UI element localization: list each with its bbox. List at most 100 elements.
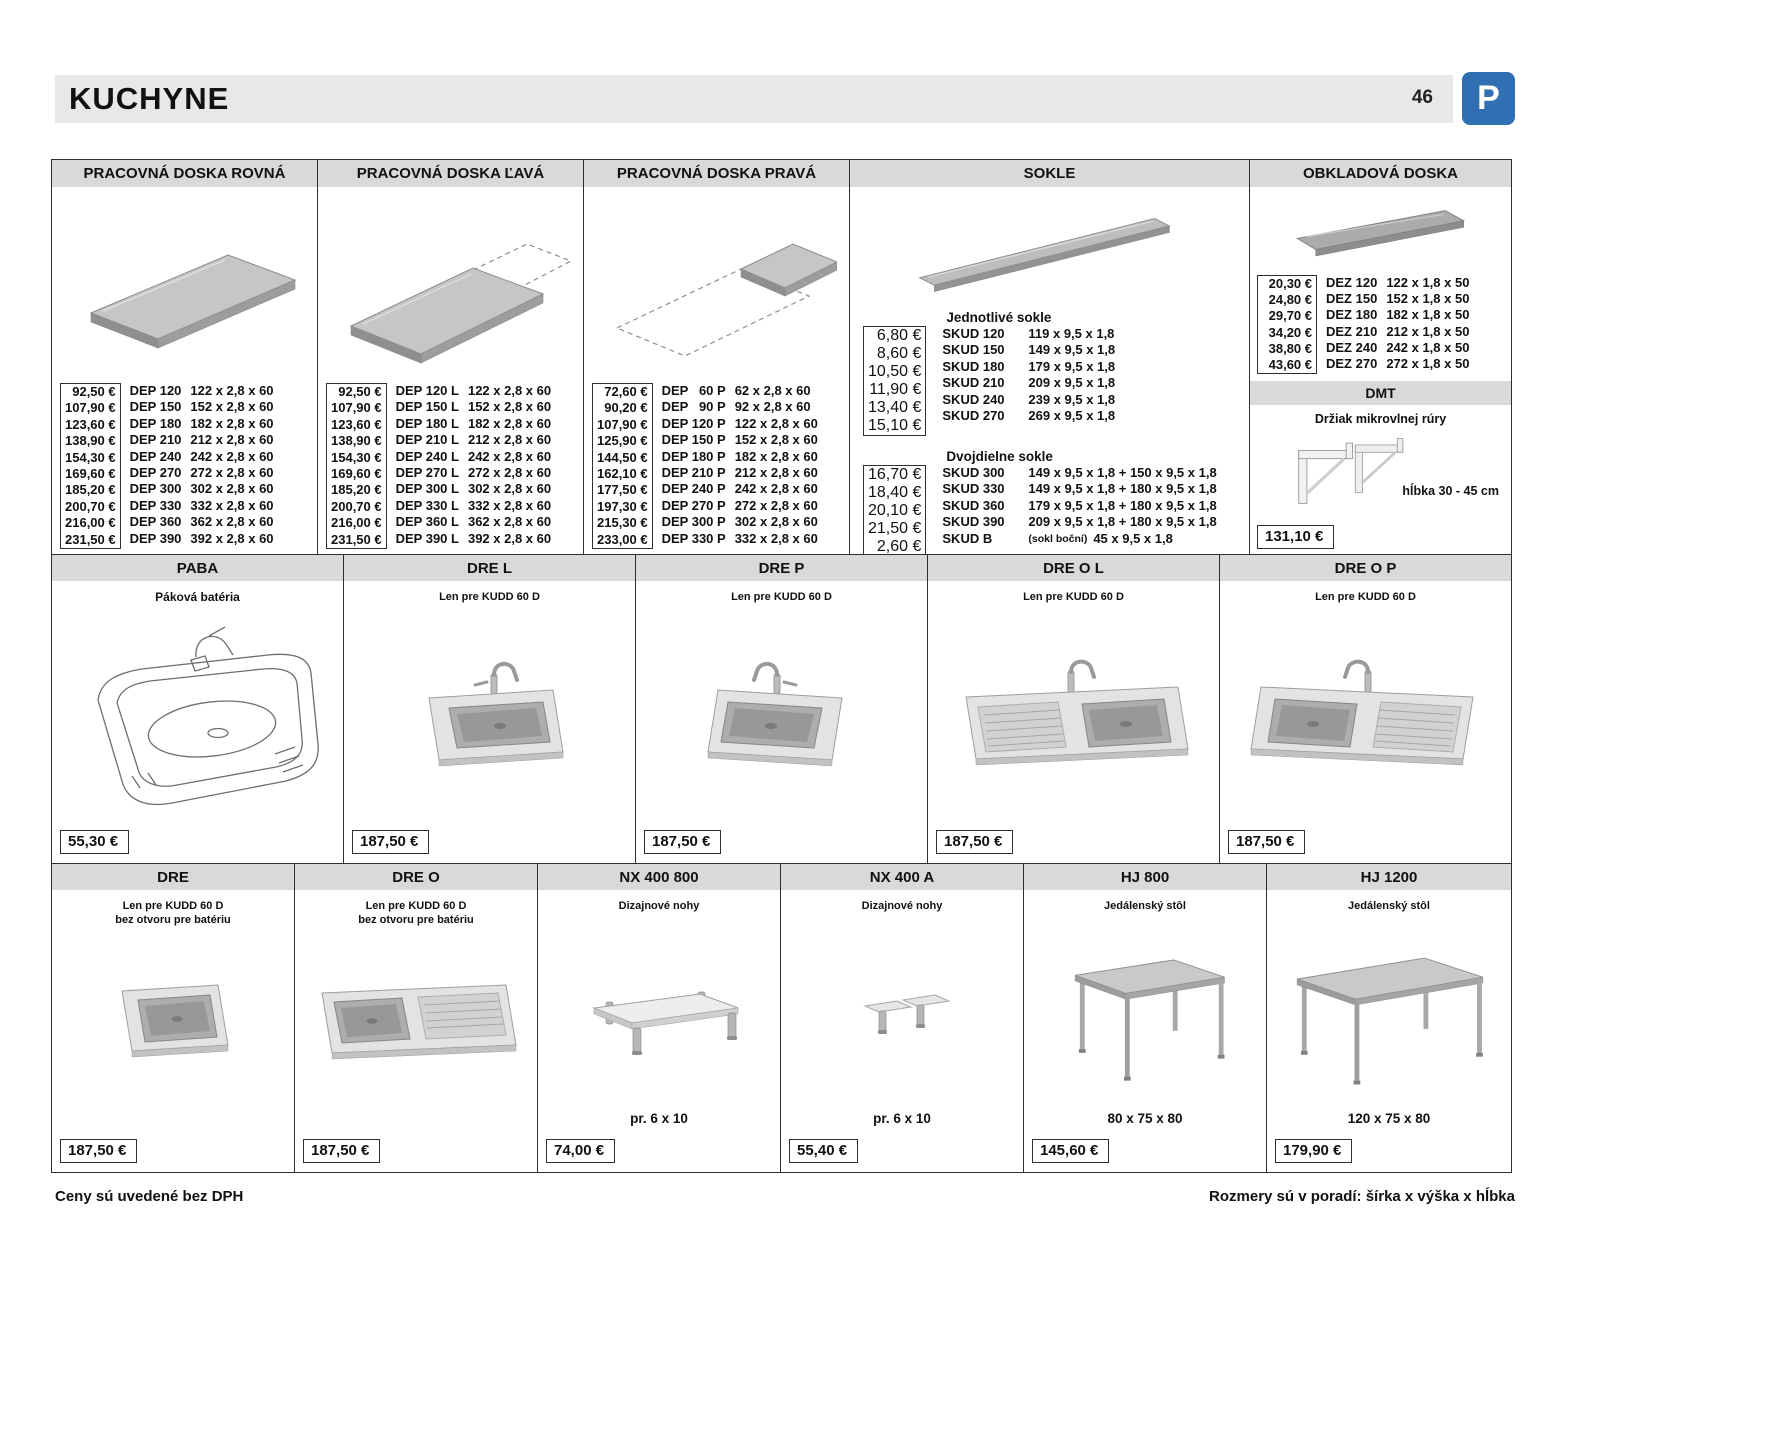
product-dimensions: 242 x 1,8 x 50 bbox=[1386, 339, 1470, 355]
price-value: 92,50 € bbox=[338, 383, 382, 399]
price-value: 185,20 € bbox=[65, 482, 116, 498]
product-code: DEP 330 L bbox=[395, 497, 459, 513]
card-subtitle: Len pre KUDD 60 D bbox=[365, 900, 467, 912]
price-value: 144,50 € bbox=[597, 449, 648, 465]
price-value: 233,00 € bbox=[597, 531, 648, 547]
price-box: 187,50 € bbox=[60, 1139, 138, 1163]
product-dimensions: 302 x 2,8 x 60 bbox=[467, 481, 552, 497]
product-dimensions: 242 x 2,8 x 60 bbox=[734, 481, 818, 497]
product-dimensions: 92 x 2,8 x 60 bbox=[734, 399, 811, 415]
price-value: 10,50 € bbox=[868, 363, 922, 380]
product-dimensions: 269 x 9,5 x 1,8 bbox=[1028, 408, 1116, 424]
product-code: DEZ 270 bbox=[1326, 356, 1378, 372]
row-worktops: PRACOVNÁ DOSKA ROVNÁ 92,50 €107,90 €123,… bbox=[51, 159, 1518, 557]
product-code: DEP 150 L bbox=[395, 399, 459, 415]
product-code: DEP 240 bbox=[129, 448, 182, 464]
price-box: 55,30 € bbox=[60, 830, 130, 854]
card-title: DRE O bbox=[295, 864, 537, 890]
product-dimensions: 152 x 2,8 x 60 bbox=[467, 399, 552, 415]
price-box: 187,50 € bbox=[936, 830, 1014, 854]
product-dimensions: 152 x 2,8 x 60 bbox=[734, 432, 818, 448]
price-value: 187,50 € bbox=[311, 1142, 370, 1159]
section-title: SOKLE bbox=[850, 160, 1249, 187]
product-dimensions: 392 x 2,8 x 60 bbox=[467, 530, 552, 546]
brand-logo: P bbox=[1462, 72, 1515, 125]
card-nx-400-a: NX 400 A Dizajnové nohy pr. 6 x 10 55,40… bbox=[780, 863, 1024, 1173]
sink-left-image bbox=[344, 613, 635, 815]
price-value: 20,30 € bbox=[1268, 276, 1312, 291]
product-dimensions: 122 x 2,8 x 60 bbox=[734, 415, 818, 431]
product-code: DEP 60 P bbox=[661, 382, 726, 398]
product-dimensions: 212 x 2,8 x 60 bbox=[734, 464, 818, 480]
card-title: DRE O P bbox=[1220, 555, 1511, 581]
design-legs-frame-image bbox=[538, 936, 780, 1096]
price-value: 145,60 € bbox=[1040, 1142, 1099, 1159]
section-worktop-straight: PRACOVNÁ DOSKA ROVNÁ 92,50 €107,90 €123,… bbox=[51, 159, 318, 555]
price-column: 92,50 €107,90 €123,60 €138,90 €154,30 €1… bbox=[60, 382, 121, 549]
price-value: 90,20 € bbox=[604, 400, 648, 416]
price-column: 20,30 €24,80 €29,70 €34,20 €38,80 €43,60… bbox=[1257, 275, 1317, 375]
card-title: HJ 800 bbox=[1024, 864, 1266, 890]
product-dimensions: 152 x 1,8 x 50 bbox=[1386, 291, 1470, 307]
price-value: 74,00 € bbox=[554, 1142, 605, 1159]
price-value: 185,20 € bbox=[331, 482, 382, 498]
price-value: 138,90 € bbox=[331, 433, 382, 449]
card-subtitle: Len pre KUDD 60 D bbox=[731, 591, 832, 603]
card-note: pr. 6 x 10 bbox=[630, 1111, 688, 1126]
product-dimensions: 302 x 2,8 x 60 bbox=[190, 481, 274, 497]
cladding-board-image bbox=[1250, 187, 1511, 275]
product-dimensions: 362 x 2,8 x 60 bbox=[190, 514, 274, 530]
product-dimensions: 122 x 1,8 x 50 bbox=[1386, 275, 1470, 290]
price-column: 6,80 €8,60 €10,50 €11,90 €13,40 €15,10 € bbox=[863, 326, 927, 436]
price-value: 107,90 € bbox=[331, 400, 382, 416]
card-hj-1200: HJ 1200 Jedálenský stôl 120 x 75 x 80 bbox=[1266, 863, 1512, 1173]
price-box: 74,00 € bbox=[546, 1139, 616, 1163]
price-value: 6,80 € bbox=[876, 327, 922, 344]
design-legs-small-image bbox=[781, 936, 1023, 1096]
price-value: 55,30 € bbox=[68, 833, 119, 850]
price-value: 92,50 € bbox=[72, 383, 116, 399]
card-note: pr. 6 x 10 bbox=[873, 1111, 931, 1126]
price-value: 125,90 € bbox=[597, 433, 648, 449]
product-code: DEP 300 L bbox=[395, 481, 459, 497]
price-value: 21,50 € bbox=[868, 520, 922, 537]
card-note: 120 x 75 x 80 bbox=[1347, 1111, 1431, 1126]
price-value: 187,50 € bbox=[1236, 833, 1295, 850]
product-code: DEP 300 P bbox=[661, 514, 726, 530]
product-code: DEP 330 P bbox=[661, 530, 726, 546]
plinth-board-image bbox=[850, 191, 1249, 309]
section-cladding-panel: OBKLADOVÁ DOSKA 20,30 €24,80 €29,70 €34,… bbox=[1249, 159, 1512, 555]
product-code: SKUD 150 bbox=[942, 342, 1005, 358]
product-dimensions: 212 x 2,8 x 60 bbox=[190, 432, 274, 448]
price-value: 55,40 € bbox=[797, 1142, 848, 1159]
price-value: 123,60 € bbox=[65, 416, 116, 432]
footer-dimensions-note: Rozmery sú v poradí: šírka x výška x hĺb… bbox=[1209, 1188, 1515, 1205]
dmt-depth-note: hĺbka 30 - 45 cm bbox=[1402, 484, 1499, 498]
price-value: 231,50 € bbox=[331, 531, 382, 547]
price-value: 187,50 € bbox=[652, 833, 711, 850]
product-code: DEP 240 P bbox=[661, 481, 726, 497]
price-value: 29,70 € bbox=[1268, 308, 1312, 324]
price-box: 55,40 € bbox=[789, 1139, 859, 1163]
price-column: 72,60 €90,20 €107,90 €125,90 €144,50 €16… bbox=[592, 382, 653, 549]
faucet-sink-sketch-image bbox=[52, 613, 343, 815]
section-plinths: SOKLE 6,80 €8,60 €10,50 €11,90 €13,40 €1… bbox=[849, 159, 1250, 557]
sink-right-image bbox=[636, 613, 927, 815]
product-dimensions: 272 x 2,8 x 60 bbox=[467, 464, 552, 480]
product-dimensions: 122 x 2,8 x 60 bbox=[190, 382, 274, 398]
card-subtitle: Páková batéria bbox=[155, 590, 240, 604]
price-value: 43,60 € bbox=[1268, 357, 1312, 373]
row-accessories: DRE Len pre KUDD 60 D bez otvoru pre bat… bbox=[51, 863, 1518, 1173]
product-dimensions: 149 x 9,5 x 1,8 + 150 x 9,5 x 1,8 bbox=[1028, 465, 1217, 480]
price-value: 123,60 € bbox=[331, 416, 382, 432]
product-code: DEZ 180 bbox=[1326, 307, 1378, 323]
price-value: 200,70 € bbox=[331, 498, 382, 514]
price-box: 187,50 € bbox=[644, 830, 722, 854]
